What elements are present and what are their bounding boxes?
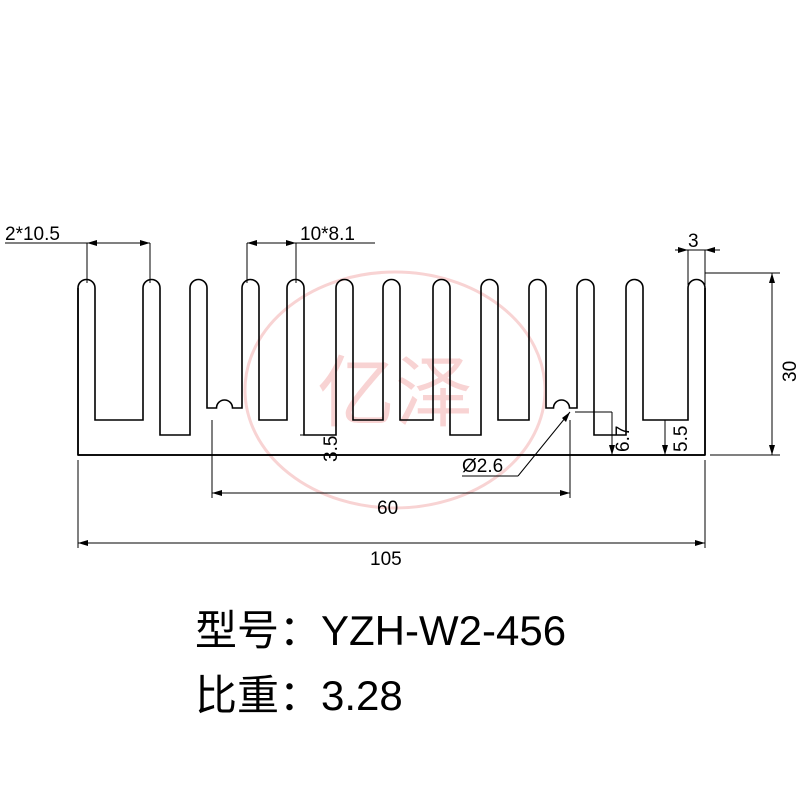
model-line: 型号：YZH-W2-456	[195, 610, 566, 652]
dimension-arrows	[78, 240, 775, 546]
heatsink-profile	[77, 278, 706, 456]
dim-hole-spacing: 60	[377, 498, 398, 519]
dimension-lines	[5, 242, 780, 548]
weight-value: 3.28	[321, 672, 403, 719]
dim-fin-thickness: 3	[688, 231, 699, 252]
dim-width: 105	[370, 549, 402, 570]
dim-hole-offset: 6.7	[613, 426, 634, 452]
weight-label: 比重：	[195, 672, 322, 719]
dim-hole-diameter: Ø2.6	[462, 456, 503, 477]
dim-groove-depth: 3.5	[321, 436, 342, 462]
model-label: 型号：	[195, 607, 322, 654]
model-value: YZH-W2-456	[321, 607, 567, 654]
weight-line: 比重：3.28	[195, 675, 403, 717]
dim-fin-gap-first: 2*10.5	[5, 224, 60, 245]
dim-height: 30	[780, 361, 800, 382]
dim-base-thickness: 5.5	[671, 426, 692, 452]
heatsink-fins	[77, 278, 706, 456]
watermark-logo: 亿泽	[243, 270, 547, 510]
dim-fin-gap-rest: 10*8.1	[300, 224, 355, 245]
watermark-text: 亿泽	[317, 349, 473, 439]
